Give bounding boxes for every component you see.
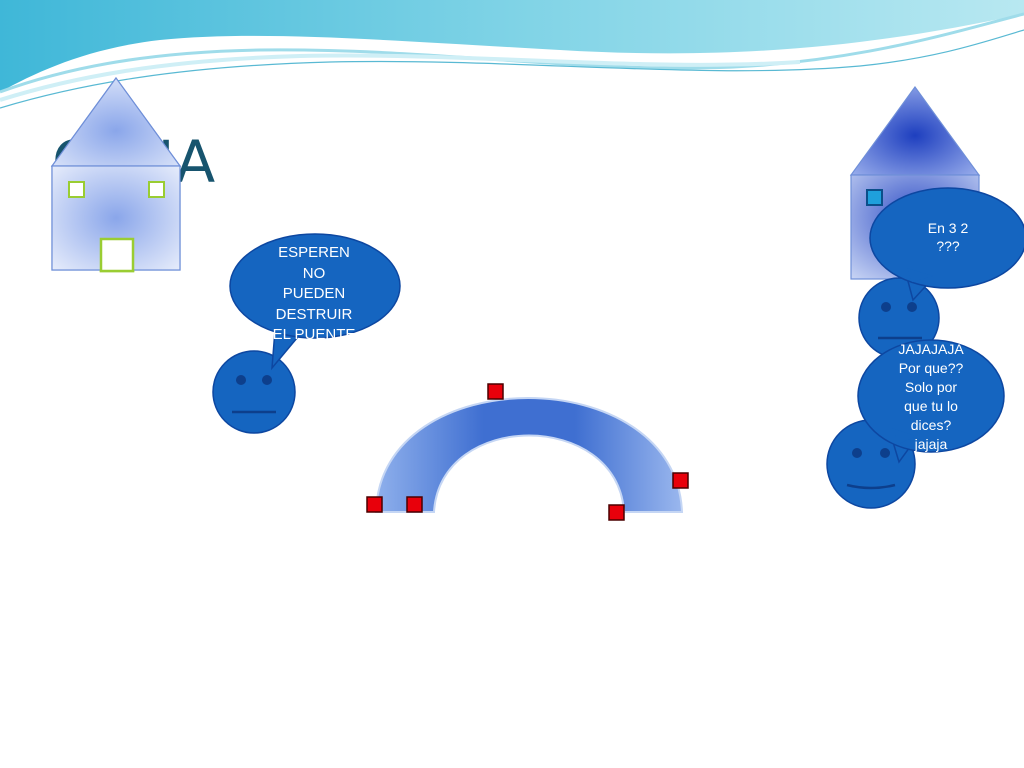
slide-title: CENA: [52, 128, 217, 196]
selection-handle-icon: [672, 472, 689, 489]
speech-bubble-right-top-text: En 3 2 ???: [927, 220, 969, 254]
speech-bubble-right-bottom-icon: [857, 339, 1005, 464]
speech-bubble-right-bottom-text: JAJAJAJA Por que?? Solo por que tu lo di…: [898, 341, 964, 452]
speech-bubble-left-icon: [229, 233, 401, 371]
selection-handle-icon: [487, 383, 504, 400]
speech-bubble-left-text: ESPEREN NO PUEDEN DESTRUIR EL PUENTE: [272, 244, 356, 343]
selection-handle-icon: [406, 496, 423, 513]
speech-bubble-right-top-icon: [869, 187, 1024, 302]
face-left-icon: [212, 350, 296, 434]
bridge-arch-icon[interactable]: [366, 383, 689, 521]
selection-handle-icon: [608, 504, 625, 521]
header-wave: [0, 0, 1024, 109]
selection-handle-icon: [366, 496, 383, 513]
